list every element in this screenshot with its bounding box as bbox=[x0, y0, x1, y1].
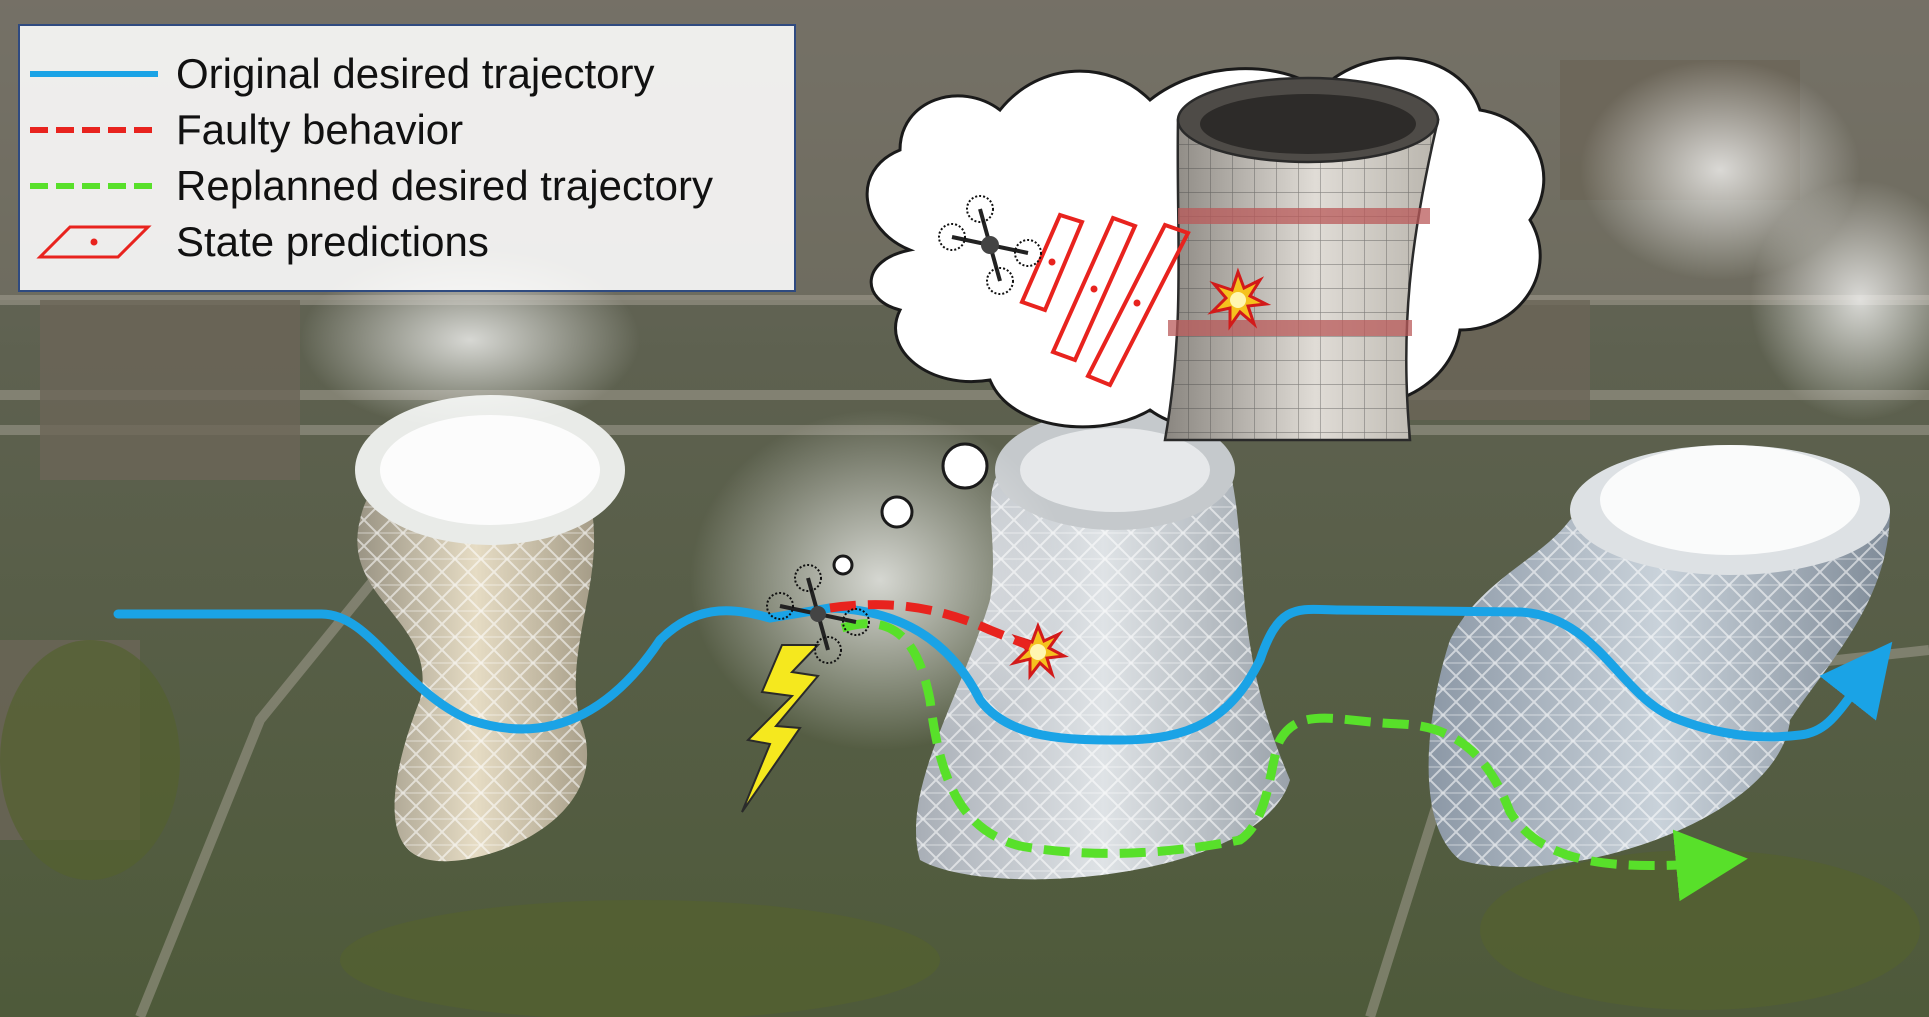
legend-item-predictions: State predictions bbox=[20, 214, 794, 270]
legend-label-faulty: Faulty behavior bbox=[176, 106, 464, 153]
legend-swatch-original bbox=[30, 71, 158, 77]
legend-item-original: Original desired trajectory bbox=[20, 46, 794, 102]
replanned-trajectory bbox=[840, 619, 1748, 902]
quadrotor-icon bbox=[766, 564, 870, 664]
cooling-tower-right bbox=[1428, 445, 1890, 868]
legend-label-original: Original desired trajectory bbox=[176, 50, 655, 97]
steam-haze bbox=[300, 60, 1929, 750]
legend-label-predictions: State predictions bbox=[176, 218, 489, 265]
legend: Original desired trajectory Faulty behav… bbox=[18, 24, 796, 292]
state-prediction-3 bbox=[1085, 222, 1191, 388]
state-prediction-2 bbox=[1050, 215, 1138, 363]
legend-swatch-predictions bbox=[36, 225, 152, 259]
quadrotor-icon-cloud bbox=[938, 195, 1042, 295]
legend-label-replanned: Replanned desired trajectory bbox=[176, 162, 713, 209]
explosion-icon-cloud bbox=[1207, 267, 1272, 331]
legend-item-replanned: Replanned desired trajectory bbox=[20, 158, 794, 214]
legend-swatch-replanned bbox=[30, 183, 158, 189]
lightning-icon bbox=[741, 644, 821, 813]
cooling-tower-left bbox=[355, 395, 625, 862]
legend-item-faulty: Faulty behavior bbox=[20, 102, 794, 158]
explosion-icon-path bbox=[1009, 621, 1069, 681]
faulty-trajectory bbox=[829, 600, 1032, 651]
legend-swatch-faulty bbox=[30, 127, 158, 133]
cooling-tower-icon bbox=[1163, 76, 1440, 442]
state-prediction-1 bbox=[1019, 212, 1085, 313]
original-trajectory bbox=[113, 603, 1893, 745]
